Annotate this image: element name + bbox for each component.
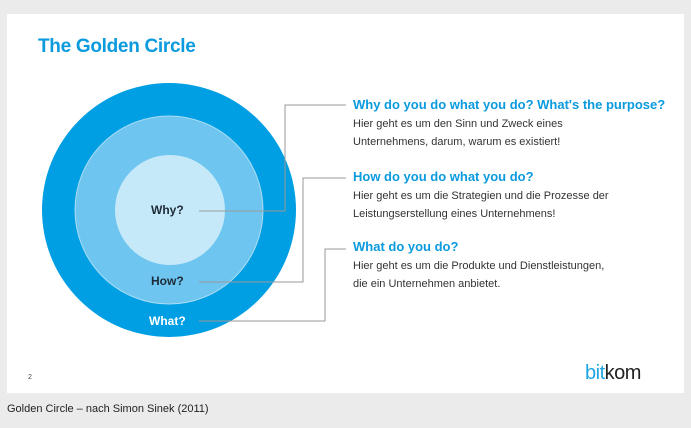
bitkom-logo: bitkom — [585, 362, 641, 385]
what-text-line: Hier geht es um die Produkte und Dienstl… — [353, 260, 605, 272]
how-text-line: Hier geht es um die Strategien und die P… — [353, 190, 609, 202]
how-block: How do you do what you do? Hier geht es … — [353, 169, 609, 223]
what-text-line: die ein Unternehmen anbietet. — [353, 278, 501, 290]
logo-part-bit: bit — [585, 362, 605, 384]
connector-how — [199, 177, 346, 283]
how-heading: How do you do what you do? — [353, 169, 534, 184]
slide-title: The Golden Circle — [38, 36, 196, 57]
label-what: What? — [149, 314, 186, 328]
page-number: 2 — [28, 374, 32, 381]
why-block: Why do you do what you do? What's the pu… — [353, 97, 665, 151]
what-heading: What do you do? — [353, 239, 459, 254]
inner-circle-why — [115, 155, 225, 265]
label-why: Why? — [151, 203, 184, 217]
logo-part-kom: kom — [604, 362, 642, 384]
why-text-line: Hier geht es um den Sinn und Zweck eines — [353, 118, 563, 130]
connector-why — [199, 104, 346, 212]
label-how: How? — [151, 274, 184, 288]
image-caption: Golden Circle – nach Simon Sinek (2011) — [7, 403, 209, 415]
why-text-line: Unternehmens, darum, warum es existiert! — [353, 136, 561, 148]
what-block: What do you do? Hier geht es um die Prod… — [353, 239, 604, 293]
connector-what — [199, 248, 346, 322]
how-text-line: Leistungserstellung eines Unternehmens! — [353, 208, 556, 220]
why-heading: Why do you do what you do? What's the pu… — [353, 97, 666, 112]
